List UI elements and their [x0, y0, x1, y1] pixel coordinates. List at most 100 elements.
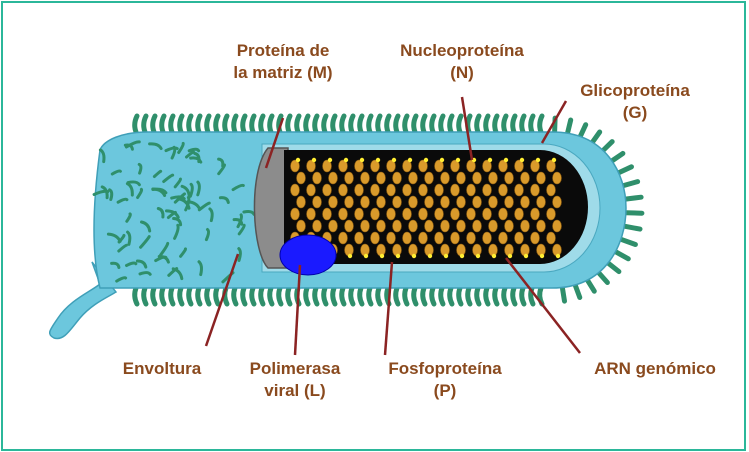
- nucleoprotein-unit: [499, 208, 508, 220]
- glycoprotein-spike: [198, 288, 200, 304]
- glycoprotein-spike: [387, 116, 389, 132]
- nucleoprotein-unit: [403, 208, 412, 220]
- glycoprotein-spike: [288, 116, 290, 132]
- glycoprotein-spike: [423, 288, 425, 304]
- phosphoprotein-dot: [520, 158, 524, 162]
- nucleoprotein-unit: [345, 196, 354, 208]
- nucleoprotein-unit: [393, 220, 402, 232]
- glycoprotein-spike: [450, 116, 452, 132]
- nucleoprotein-unit: [419, 208, 428, 220]
- glycoprotein-spike: [495, 116, 497, 132]
- nucleoprotein-unit: [547, 184, 556, 196]
- nucleoprotein-unit: [345, 172, 354, 184]
- nucleoprotein-unit: [499, 232, 508, 244]
- nucleoprotein-unit: [451, 232, 460, 244]
- glycoprotein-spike: [351, 288, 353, 304]
- glycoprotein-spike: [477, 116, 479, 132]
- nucleoprotein-unit: [339, 208, 348, 220]
- nucleoprotein-unit: [531, 208, 540, 220]
- phosphoprotein-dot: [492, 254, 496, 258]
- nucleoprotein-unit: [553, 196, 562, 208]
- nucleoprotein-unit: [537, 220, 546, 232]
- nucleoprotein-unit: [515, 184, 524, 196]
- glycoprotein-spike: [626, 213, 642, 214]
- nucleoprotein-unit: [489, 220, 498, 232]
- nucleoprotein-unit: [339, 232, 348, 244]
- nucleoprotein-unit: [355, 208, 364, 220]
- glycoprotein-spike: [153, 288, 155, 304]
- glycoprotein-spike: [216, 116, 218, 132]
- phosphoprotein-dot: [524, 254, 528, 258]
- phosphoprotein-dot: [540, 254, 544, 258]
- envelope-fiber: [198, 182, 200, 195]
- nucleoprotein-unit: [441, 172, 450, 184]
- nucleoprotein-unit: [409, 220, 418, 232]
- glycoprotein-spike: [513, 288, 515, 304]
- label-genomic-rna: ARN genómico: [575, 358, 735, 380]
- glycoprotein-spike: [351, 116, 353, 132]
- phosphoprotein-dot: [488, 158, 492, 162]
- glycoprotein-spike: [198, 116, 200, 132]
- glycoprotein-spike: [333, 116, 335, 132]
- glycoprotein-spike: [522, 288, 524, 304]
- glycoprotein-spike: [261, 116, 263, 132]
- glycoprotein-spike: [180, 116, 182, 132]
- glycoprotein-spike: [405, 288, 407, 304]
- glycoprotein-spike: [135, 116, 137, 132]
- nucleoprotein-unit: [553, 220, 562, 232]
- nucleoprotein-unit: [457, 196, 466, 208]
- label-envelope: Envoltura: [102, 358, 222, 380]
- glycoprotein-spike: [261, 288, 263, 304]
- glycoprotein-spike: [162, 116, 164, 132]
- phosphoprotein-dot: [380, 254, 384, 258]
- glycoprotein-spike: [615, 251, 629, 258]
- nucleoprotein-unit: [441, 196, 450, 208]
- glycoprotein-spike: [171, 288, 173, 304]
- glycoprotein-spike: [369, 288, 371, 304]
- phosphoprotein-dot: [440, 158, 444, 162]
- glycoprotein-spike: [324, 288, 326, 304]
- phosphoprotein-dot: [424, 158, 428, 162]
- glycoprotein-spike: [396, 116, 398, 132]
- phosphoprotein-dot: [412, 254, 416, 258]
- nucleoprotein-unit: [467, 184, 476, 196]
- phosphoprotein-dot: [360, 158, 364, 162]
- glycoprotein-spike: [324, 116, 326, 132]
- glycoprotein-spike: [477, 288, 479, 304]
- nucleoprotein-unit: [467, 232, 476, 244]
- glycoprotein-spike: [306, 116, 308, 132]
- phosphoprotein-dot: [508, 254, 512, 258]
- nucleoprotein-unit: [547, 208, 556, 220]
- glycoprotein-spike: [360, 288, 362, 304]
- nucleoprotein-unit: [297, 172, 306, 184]
- phosphoprotein-dot: [296, 158, 300, 162]
- nucleoprotein-unit: [451, 208, 460, 220]
- nucleoprotein-unit: [409, 196, 418, 208]
- label-matrix-protein: Proteína de la matriz (M): [208, 40, 358, 84]
- glycoprotein-spike: [624, 226, 640, 229]
- glycoprotein-spike: [162, 288, 164, 304]
- nucleoprotein-unit: [291, 208, 300, 220]
- nucleoprotein-unit: [435, 208, 444, 220]
- nucleoprotein-unit: [457, 220, 466, 232]
- glycoprotein-spike: [225, 116, 227, 132]
- glycoprotein-spike: [270, 116, 272, 132]
- glycoprotein-spike: [180, 288, 182, 304]
- phosphoprotein-dot: [348, 254, 352, 258]
- nucleoprotein-unit: [489, 172, 498, 184]
- glycoprotein-spike: [297, 116, 299, 132]
- phosphoprotein-dot: [556, 254, 560, 258]
- phosphoprotein-dot: [312, 158, 316, 162]
- glycoprotein-spike: [342, 116, 344, 132]
- glycoprotein-spike: [243, 288, 245, 304]
- glycoprotein-spike: [468, 288, 470, 304]
- nucleoprotein-unit: [377, 172, 386, 184]
- envelope-fiber: [189, 149, 198, 151]
- envelope-fiber: [190, 184, 192, 196]
- glycoprotein-spike: [459, 288, 461, 304]
- nucleoprotein-unit: [419, 232, 428, 244]
- glycoprotein-spike: [189, 288, 191, 304]
- nucleoprotein-unit: [425, 196, 434, 208]
- nucleoprotein-unit: [387, 208, 396, 220]
- glycoprotein-spike: [621, 239, 636, 244]
